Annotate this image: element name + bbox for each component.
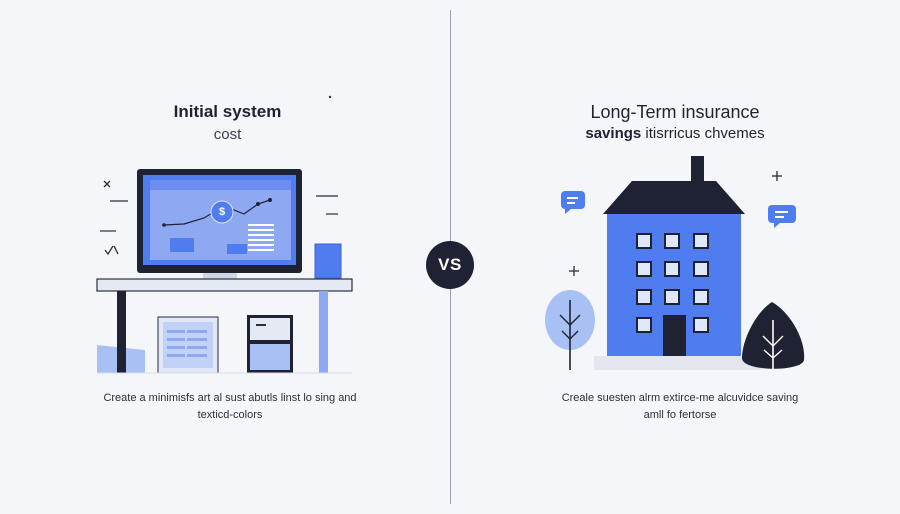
close-icon bbox=[103, 180, 111, 188]
plus-icon bbox=[772, 171, 782, 181]
right-subtitle-rest: itisrricus chvemes bbox=[641, 125, 765, 142]
right-title: Long-Term insurance bbox=[590, 102, 760, 122]
right-caption-line-2: amll fo fertorse bbox=[643, 408, 717, 421]
left-caption-line-1: Create a minimisfs art al sust abutls li… bbox=[103, 392, 357, 404]
right-heading: Long-Term insurance savings itisrricus c… bbox=[540, 102, 810, 142]
house-icon bbox=[603, 156, 745, 356]
left-title: Initial system bbox=[173, 102, 282, 121]
right-caption-line-1: Creale suesten alrm extirce-me alcuvidce… bbox=[561, 392, 799, 404]
right-subtitle-bold: savings bbox=[585, 125, 642, 142]
vs-badge: VS bbox=[426, 241, 474, 289]
tree-icon bbox=[742, 302, 805, 370]
dot-mark bbox=[328, 95, 332, 99]
chat-bubble-icon bbox=[561, 191, 585, 214]
desk bbox=[96, 278, 353, 373]
dollar-symbol: $ bbox=[218, 206, 226, 218]
chat-bubble-icon bbox=[768, 205, 796, 228]
right-caption: Creale suesten alrm extirce-me alcuvidce… bbox=[545, 390, 815, 423]
left-caption-line-2: texticd-colors bbox=[197, 408, 263, 421]
monitor bbox=[137, 169, 302, 281]
left-caption: Create a minimisfs art al sust abutls li… bbox=[95, 390, 365, 423]
left-subtitle: cost bbox=[213, 126, 242, 143]
dollar-icon bbox=[210, 200, 234, 224]
building-base bbox=[594, 356, 762, 370]
plus-icon bbox=[569, 266, 579, 276]
document-box bbox=[157, 316, 219, 374]
check-icon bbox=[104, 245, 119, 256]
right-subtitle: savings itisrricus chvemes bbox=[540, 125, 810, 142]
tree-icon bbox=[545, 290, 595, 370]
cup bbox=[314, 243, 342, 279]
cabinet bbox=[247, 315, 293, 373]
left-heading: Initial system cost bbox=[125, 102, 330, 143]
